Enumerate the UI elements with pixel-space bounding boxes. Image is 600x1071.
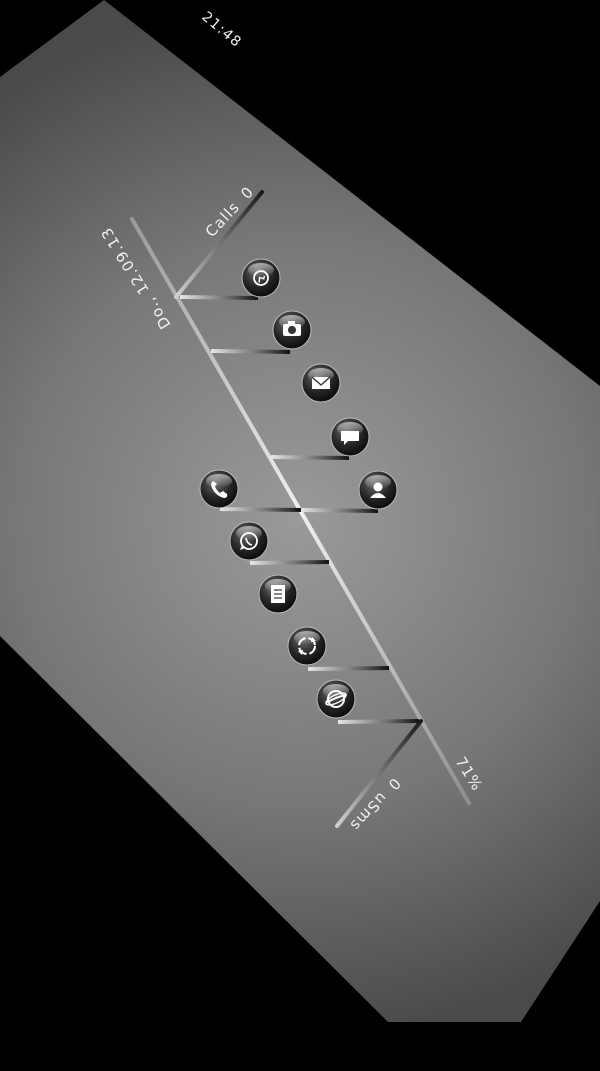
notes-icon[interactable]	[258, 574, 298, 614]
whatsapp-icon[interactable]	[229, 521, 269, 561]
camera-icon[interactable]	[272, 310, 312, 350]
contacts-icon[interactable]	[358, 470, 398, 510]
shelves-upper	[179, 295, 379, 513]
browser-icon[interactable]	[316, 679, 356, 719]
phone-icon[interactable]	[199, 469, 239, 509]
calls-branch	[174, 190, 264, 299]
messaging-icon[interactable]	[330, 417, 370, 457]
email-icon[interactable]	[301, 363, 341, 403]
shelves-lower	[219, 507, 420, 724]
sync-icon[interactable]	[287, 626, 327, 666]
sms-branch	[335, 719, 423, 828]
gallery-icon[interactable]	[241, 258, 281, 298]
